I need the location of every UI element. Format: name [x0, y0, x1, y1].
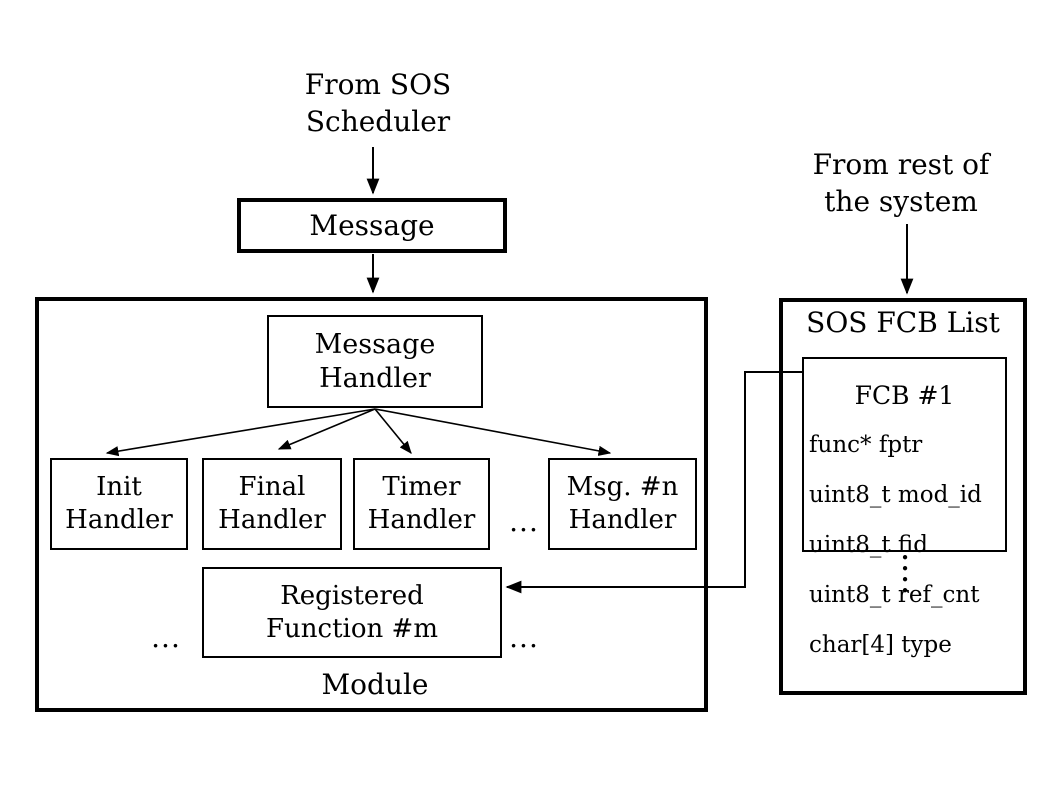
fcb1-title: FCB #1	[854, 381, 955, 410]
fcb-list-vertical-ellipsis: • • • •	[900, 549, 910, 600]
registered-function-left-ellipsis: ...	[151, 621, 181, 654]
message-handler-box: Message Handler	[267, 315, 483, 408]
final-handler-box: Final Handler	[202, 458, 342, 550]
timer-handler-box: Timer Handler	[353, 458, 490, 550]
fcb1-field-ref-cnt: uint8_t ref_cnt	[809, 582, 980, 608]
msg-n-handler-box: Msg. #n Handler	[548, 458, 697, 550]
handlers-ellipsis: ...	[509, 505, 539, 538]
module-label: Module	[321, 668, 429, 701]
registered-function-box: Registered Function #m	[202, 567, 502, 658]
from-system-label: From rest of the system	[812, 148, 990, 218]
fcb1-field-type: char[4] type	[809, 632, 952, 658]
sos-fcb-list-title: SOS FCB List	[806, 306, 1000, 339]
from-scheduler-label: From SOS Scheduler	[304, 68, 452, 138]
registered-function-right-ellipsis: ...	[509, 621, 539, 654]
fcb1-field-fid: uint8_t fid	[809, 532, 928, 558]
fcb1-field-mod-id: uint8_t mod_id	[809, 482, 982, 508]
message-box: Message	[237, 198, 507, 253]
fcb1-box: FCB #1 func* fptr uint8_t mod_id uint8_t…	[802, 357, 1007, 658]
fcb1-field-fptr: func* fptr	[809, 432, 923, 458]
init-handler-box: Init Handler	[50, 458, 188, 550]
